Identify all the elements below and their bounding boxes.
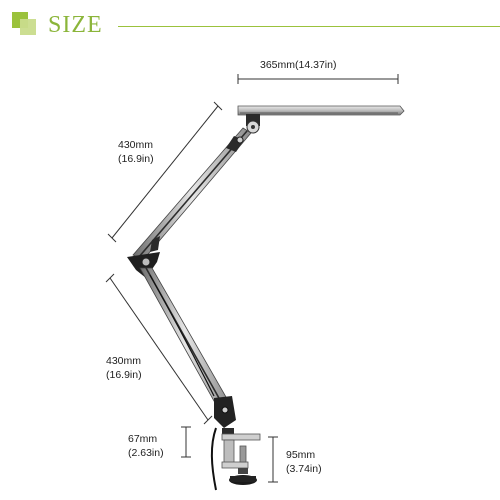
- clamp-opening-mm: 67mm: [128, 433, 158, 445]
- clamp-opening-in: (2.63in): [128, 447, 164, 459]
- head-joint: [246, 114, 260, 134]
- lower-arm-in: (16.9in): [106, 369, 142, 381]
- upper-arm-in: (16.9in): [118, 153, 154, 165]
- dimension-line-clamp-opening: [181, 426, 191, 458]
- clamp-height-mm: 95mm: [286, 449, 316, 461]
- upper-arm-mm: 430mm: [118, 139, 154, 151]
- lower-arm: [139, 267, 231, 411]
- lower-arm-label: 430mm (16.9in): [106, 354, 142, 382]
- upper-arm-label: 430mm (16.9in): [118, 138, 154, 166]
- power-cable: [210, 427, 217, 491]
- dimension-line-clamp-height: [268, 436, 278, 483]
- section-header: SIZE: [0, 0, 500, 48]
- head-width-label: 365mm(14.37in): [260, 58, 336, 72]
- lower-arm-mm: 430mm: [106, 355, 142, 367]
- clamp-height-in: (3.74in): [286, 463, 322, 475]
- dimension-line-head-width: [237, 74, 399, 84]
- clamp-height-label: 95mm (3.74in): [286, 448, 322, 476]
- elbow-joint: [127, 236, 160, 278]
- desk-clamp: [221, 428, 261, 485]
- lamp-head: [237, 105, 405, 116]
- header-square-icon: [20, 19, 36, 35]
- base-joint: [214, 396, 236, 428]
- head-width-value: 365mm(14.37in): [260, 59, 337, 71]
- dimension-line-upper-arm: [107, 101, 223, 243]
- section-title: SIZE: [48, 12, 103, 38]
- clamp-opening-label: 67mm (2.63in): [128, 432, 164, 460]
- header-divider: [118, 26, 500, 27]
- dimension-line-lower-arm: [105, 273, 213, 425]
